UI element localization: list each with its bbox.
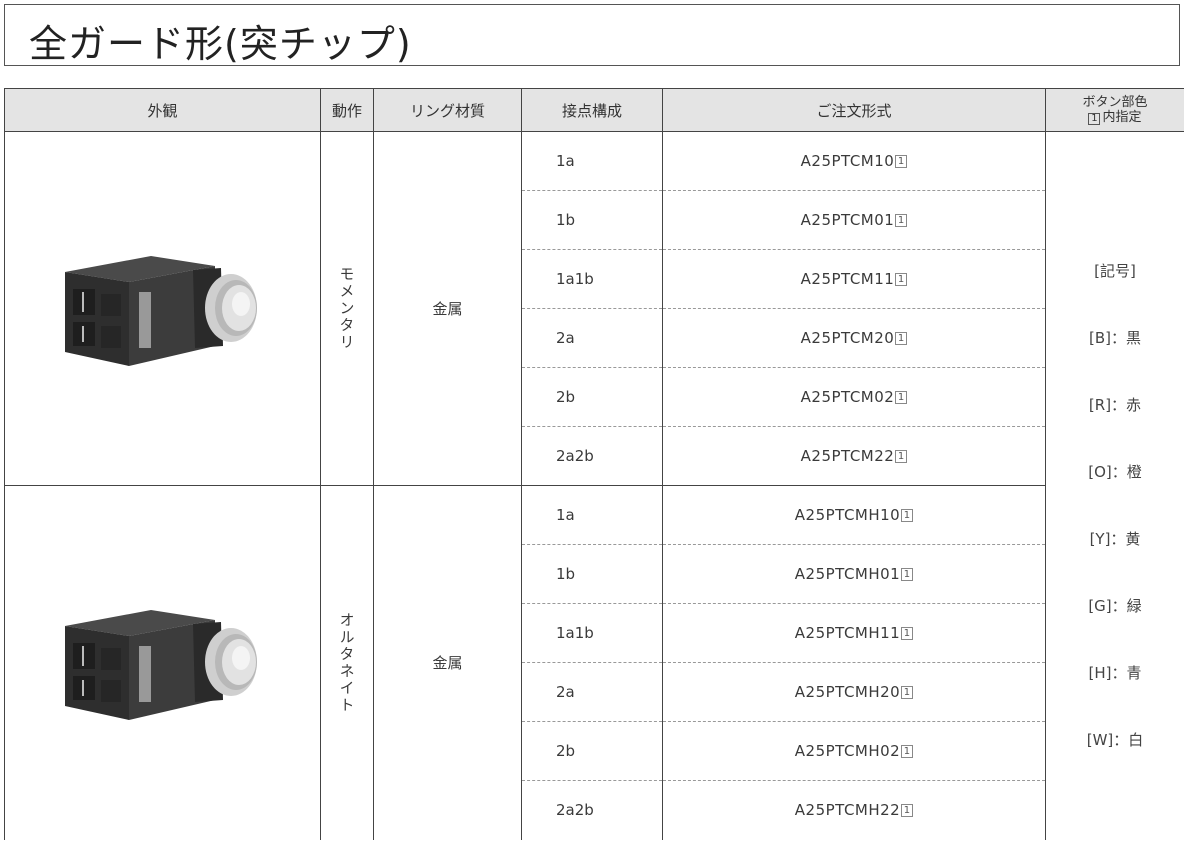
header-ring-material: リング材質 bbox=[373, 88, 522, 132]
contact-cell: 1a1b bbox=[521, 603, 663, 663]
product-image-alternate bbox=[4, 485, 321, 840]
box-1-marker: 1 bbox=[895, 214, 908, 227]
contact-cell: 2a bbox=[521, 662, 663, 722]
color-list: [記号] [B]：黒 [R]：赤 [O]：橙 [Y]：黄 [G]：緑 [H]：青… bbox=[1045, 131, 1184, 840]
box-1-marker: 1 bbox=[901, 745, 914, 758]
contact-cell: 1a bbox=[521, 485, 663, 545]
color-item-blue: [H]：青 bbox=[1088, 663, 1142, 682]
contact-cell: 2b bbox=[521, 721, 663, 781]
color-item-green: [G]：緑 bbox=[1088, 596, 1142, 615]
color-item-black: [B]：黒 bbox=[1089, 328, 1141, 347]
box-1-marker: 1 bbox=[895, 155, 908, 168]
box-1-marker: 1 bbox=[895, 450, 908, 463]
box-1-marker: 1 bbox=[895, 273, 908, 286]
color-item-yellow: [Y]：黄 bbox=[1089, 529, 1141, 548]
box-1-marker: 1 bbox=[895, 391, 908, 404]
box-1-marker: 1 bbox=[901, 568, 914, 581]
header-appearance: 外観 bbox=[4, 88, 321, 132]
contact-cell: 1b bbox=[521, 190, 663, 250]
contact-cell: 2a2b bbox=[521, 426, 663, 486]
contact-cell: 1a1b bbox=[521, 249, 663, 309]
box-1-marker: 1 bbox=[901, 627, 914, 640]
color-heading: [記号] bbox=[1094, 261, 1136, 280]
contact-cell: 1b bbox=[521, 544, 663, 604]
page-title: 全ガード形(突チップ) bbox=[29, 22, 412, 66]
header-action: 動作 bbox=[320, 88, 374, 132]
header-contact: 接点構成 bbox=[521, 88, 663, 132]
color-item-white: [W]：白 bbox=[1086, 730, 1144, 749]
color-item-red: [R]：赤 bbox=[1088, 395, 1142, 414]
title-box: 全ガード形(突チップ) bbox=[4, 4, 1180, 66]
box-1-marker: 1 bbox=[901, 686, 914, 699]
contact-cell: 1a bbox=[521, 131, 663, 191]
header-button-color-line1: ボタン部色 bbox=[1082, 95, 1148, 110]
box-1-marker: 1 bbox=[895, 332, 908, 345]
contact-cell: 2a bbox=[521, 308, 663, 368]
action-alternate: オルタネイト bbox=[320, 485, 374, 840]
box-1-marker: 1 bbox=[901, 509, 914, 522]
ring-material-momentary: 金属 bbox=[373, 131, 522, 486]
pushbutton-switch-icon bbox=[64, 255, 257, 366]
pushbutton-switch-icon bbox=[64, 609, 257, 720]
ring-material-alternate: 金属 bbox=[373, 485, 522, 840]
box-1-marker: 1 bbox=[1088, 113, 1101, 125]
contact-cell: 2a2b bbox=[521, 780, 663, 840]
action-momentary: モメンタリ bbox=[320, 131, 374, 486]
color-item-orange: [O]：橙 bbox=[1088, 462, 1142, 481]
product-image-momentary bbox=[4, 131, 321, 486]
contact-cell: 2b bbox=[521, 367, 663, 427]
header-order-model: ご注文形式 bbox=[662, 88, 1046, 132]
box-1-marker: 1 bbox=[901, 804, 914, 818]
